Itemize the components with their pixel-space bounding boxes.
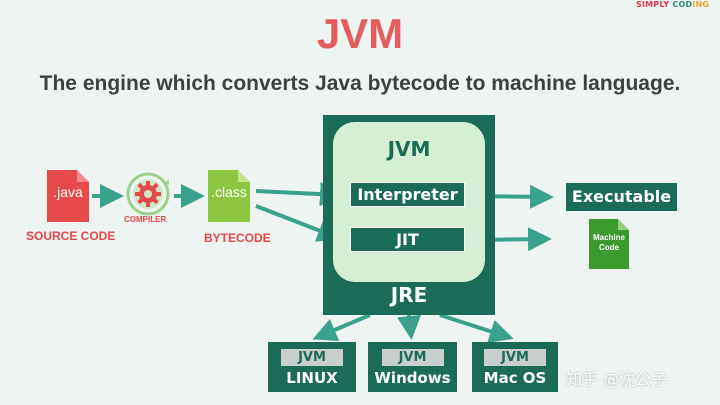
machine-code-file-icon xyxy=(589,219,629,269)
bytecode-caption: BYTECODE xyxy=(204,231,271,245)
machine-code-label: Machine Code xyxy=(589,233,629,253)
gear-icon xyxy=(126,172,170,216)
java-file-label: .java xyxy=(53,184,83,200)
page-subtitle: The engine which converts Java bytecode … xyxy=(39,72,681,95)
arrow-jre-to-linux xyxy=(312,313,371,342)
source-code-caption: SOURCE CODE xyxy=(26,229,116,243)
platform-jvm-chip: JVM xyxy=(484,349,546,366)
page-title: JVM xyxy=(316,10,404,57)
platform-jvm-chip: JVM xyxy=(381,349,444,366)
machine-code-line1: Machine xyxy=(592,233,625,242)
platform-name: Windows xyxy=(374,369,451,387)
platform-jvm-chip: JVM xyxy=(281,349,343,366)
java-file-icon: .java xyxy=(47,170,89,222)
machine-code-line2: Code xyxy=(599,243,619,252)
jre-label: JRE xyxy=(390,283,428,307)
platform-linux: JVM LINUX xyxy=(268,342,356,392)
arrow-jre-to-mac xyxy=(439,313,514,343)
executable-box: Executable xyxy=(566,183,677,211)
simply-coding-logo: SIMPLY CODING xyxy=(636,0,710,9)
class-file-icon: .class xyxy=(208,170,250,222)
class-file-label: .class xyxy=(211,184,247,200)
arrow-jre-to-windows xyxy=(397,314,422,340)
interpreter-box: Interpreter xyxy=(350,182,465,207)
platform-name: LINUX xyxy=(286,369,338,387)
zhihu-watermark: 知乎 @沈公子 xyxy=(566,370,668,389)
jit-box: JIT xyxy=(350,227,465,252)
compiler-caption: COMPILER xyxy=(124,215,167,224)
platform-mac: JVM Mac OS xyxy=(472,342,558,392)
arrow-bytecode-to-jit xyxy=(255,204,342,242)
platform-windows: JVM Windows xyxy=(368,342,457,392)
platform-name: Mac OS xyxy=(483,369,547,387)
jvm-label: JVM xyxy=(387,137,431,161)
